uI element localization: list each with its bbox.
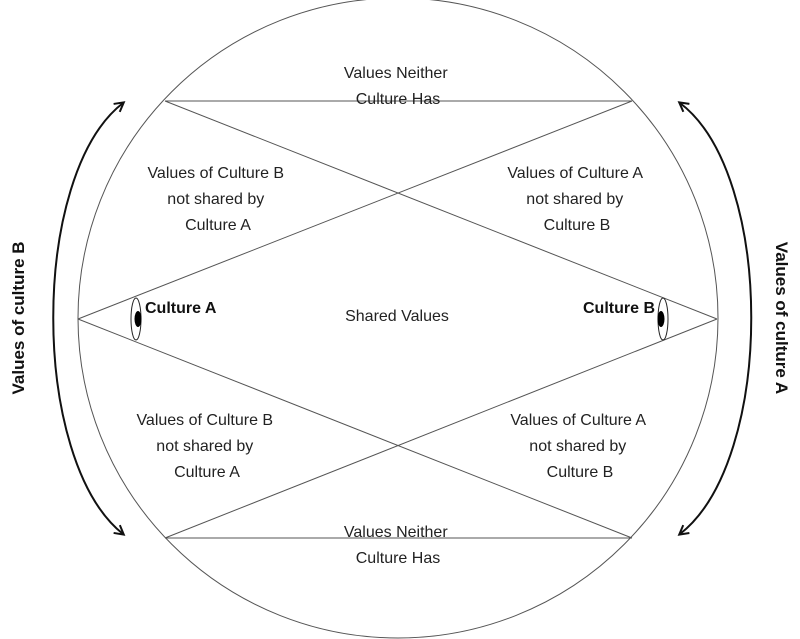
top-region-label: Values Neither Culture Has [344, 65, 452, 108]
culture-a-eye-icon [130, 297, 142, 341]
line-a-to-upper-right [77, 100, 633, 320]
upper-left-region-label: Values of Culture B not shared by Cultur… [147, 165, 288, 234]
culture-b-eye-icon [657, 297, 669, 341]
culture-a-label: Culture A [145, 300, 217, 317]
shared-values-label: Shared Values [345, 308, 449, 325]
upper-right-region-label: Values of Culture A not shared by Cultur… [507, 165, 646, 234]
culture-b-label: Culture B [583, 300, 655, 317]
bottom-region-label: Values Neither Culture Has [344, 524, 452, 567]
outer-circle [77, 0, 719, 639]
left-side-label: Values of culture B [9, 241, 28, 394]
right-side-label: Values of culture A [772, 242, 791, 394]
line-b-to-lower-left [164, 318, 718, 539]
lower-left-region-label: Values of Culture B not shared by Cultur… [136, 412, 277, 481]
right-curved-arrow [680, 103, 753, 534]
line-a-to-lower-right [77, 318, 633, 539]
left-curved-arrow [52, 103, 123, 534]
lower-right-region-label: Values of Culture A not shared by Cultur… [510, 412, 649, 481]
line-b-to-upper-left [164, 100, 718, 320]
